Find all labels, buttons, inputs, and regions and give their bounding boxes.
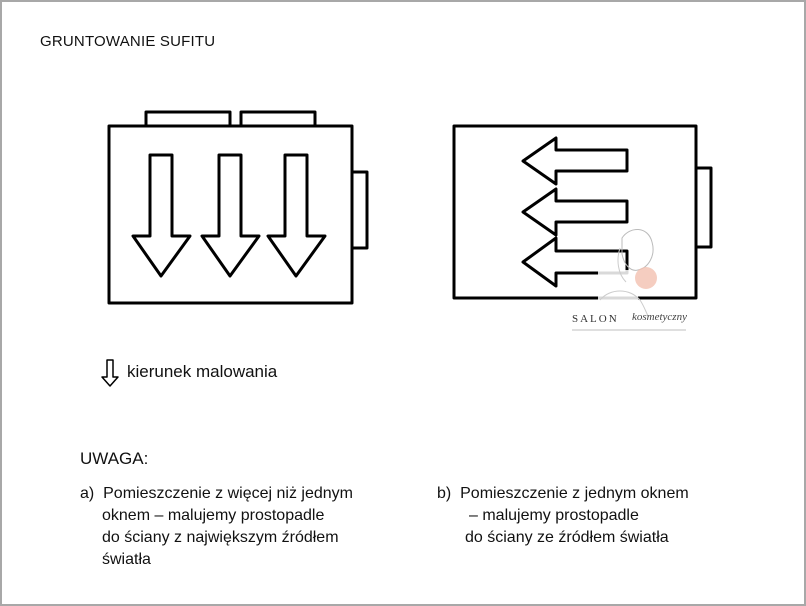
note-b: b) Pomieszczenie z jednym oknem – maluje… <box>437 483 689 549</box>
paint-direction-arrow-down-2 <box>200 153 261 278</box>
note-a: a) Pomieszczenie z więcej niż jednym okn… <box>80 483 353 571</box>
paint-direction-arrow-down-1 <box>131 153 192 278</box>
note-a-line-2: oknem – malujemy prostopadle <box>102 507 325 524</box>
note-a-line-1: a) Pomieszczenie z więcej niż jednym <box>80 485 353 502</box>
note-a-line-3: do ściany z największym źródłem <box>102 529 339 546</box>
down-arrow-outline-icon <box>101 359 119 387</box>
page-title: GRUNTOWANIE SUFITU <box>40 33 216 50</box>
paint-direction-arrow-left-1 <box>521 136 629 186</box>
note-b-line-1: b) Pomieszczenie z jednym oknem <box>437 485 689 502</box>
note-a-line-4: światła <box>102 551 151 568</box>
note-heading: UWAGA: <box>80 449 149 468</box>
paint-direction-arrow-down-3 <box>266 153 327 278</box>
window-right-b <box>694 166 713 249</box>
note-b-line-2: – malujemy prostopadle <box>469 507 639 524</box>
note-b-line-3: do ściany ze źródłem światła <box>465 529 669 546</box>
legend-label: kierunek malowania <box>127 362 278 381</box>
watermark-script: kosmetyczny <box>632 311 687 323</box>
watermark-text: SALON <box>572 313 619 325</box>
paint-direction-arrow-left-2 <box>521 187 629 237</box>
note-b-marker: b) <box>437 485 452 502</box>
window-right-a <box>350 170 369 250</box>
note-a-marker: a) <box>80 485 95 502</box>
salon-watermark-logo <box>572 229 686 331</box>
